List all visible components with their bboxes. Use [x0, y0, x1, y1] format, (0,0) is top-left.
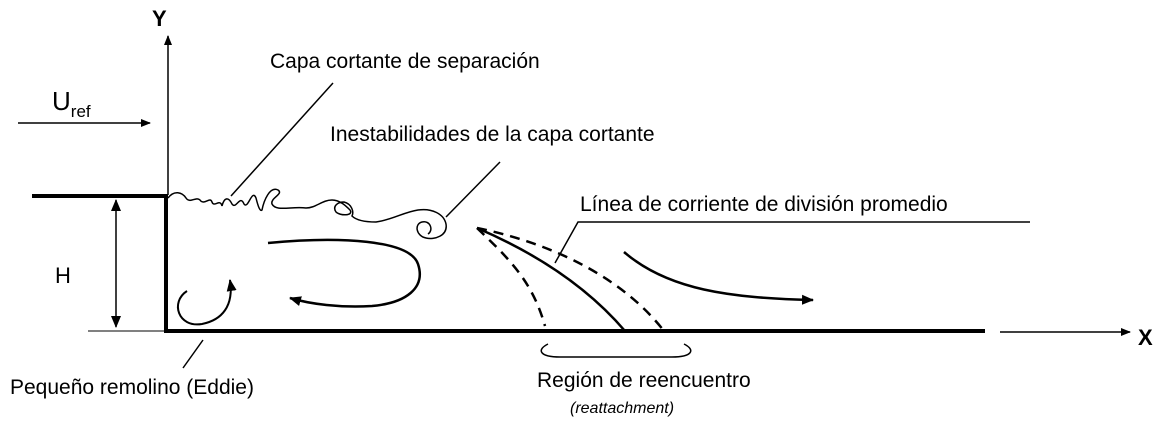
small-eddy-leader — [182, 339, 204, 369]
reattachment-bracket — [540, 343, 692, 358]
step-height-label: H — [55, 263, 71, 288]
dashed-streamline-lower — [476, 227, 547, 327]
dividing-streamline — [476, 226, 626, 332]
y-axis-label: Y — [152, 6, 167, 31]
dividing-streamline-leader — [554, 221, 1030, 264]
small-eddy-label: Pequeño remolino (Eddie) — [10, 376, 254, 399]
dividing-streamline-label: Línea de corriente de división promedio — [580, 193, 948, 216]
shear-layer-curve — [167, 188, 447, 240]
instabilities-leader — [445, 161, 501, 218]
reattachment-en-label: (reattachment) — [570, 400, 674, 417]
instabilities-label: Inestabilidades de la capa cortante — [330, 123, 655, 146]
u-ref-label: Uref — [52, 86, 91, 121]
step-wall — [32, 194, 985, 333]
reattachment-region-label: Región de reencuentro — [537, 369, 751, 392]
shear-layer-label: Capa cortante de separación — [270, 50, 540, 73]
x-axis-label: X — [1138, 325, 1153, 350]
downstream-flow-arrow — [623, 251, 814, 305]
shear-layer-leader — [230, 82, 334, 197]
dashed-streamline-upper — [476, 226, 665, 332]
corner-eddy — [177, 279, 237, 326]
recirculation-loop — [267, 238, 421, 308]
